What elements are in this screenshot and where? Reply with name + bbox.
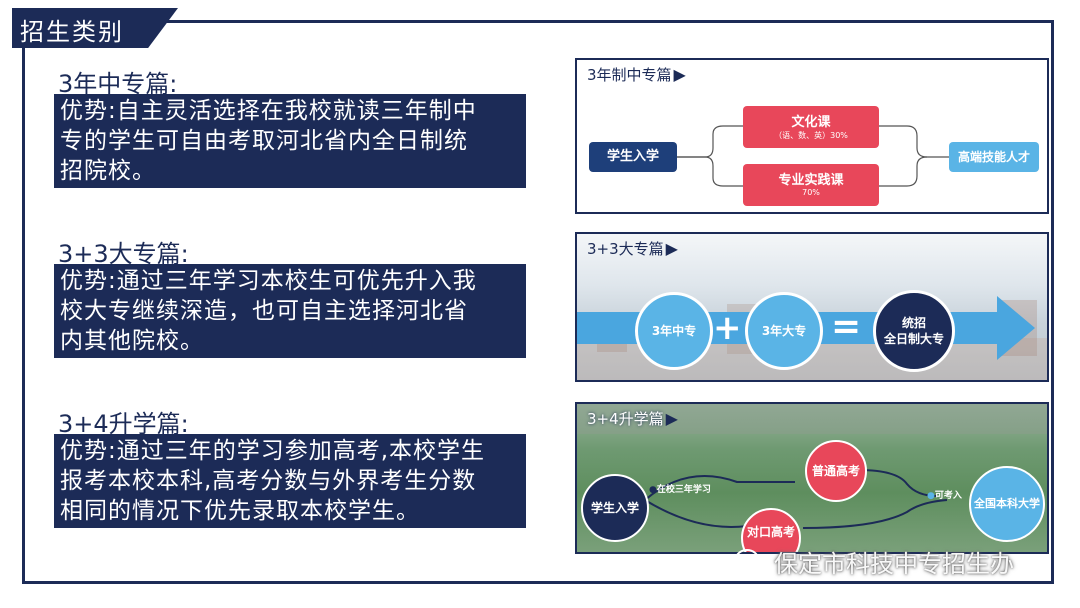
header-tab	[12, 8, 178, 48]
vocational-exam-circle: 对口高考	[741, 508, 801, 552]
section-3-line-2: 报考本校本科,高考分数与外界考生分数	[60, 468, 477, 494]
panel-3-connectors	[577, 404, 1047, 529]
arrow-right-icon: ▶	[665, 239, 678, 258]
national-university-circle: 全国本科大学	[969, 466, 1045, 542]
arrow-right-icon: ▶	[665, 409, 678, 428]
section-body-1: 优势:自主灵活选择在我校就读三年制中 专的学生可自由考取河北省内全日制统 招院校…	[54, 94, 526, 188]
panel-3plus4-diagram: 3+4升学篇▶ 学生入学 ●在校三年学习 普通高考 对口高考 ●可考入 全国本科…	[575, 402, 1049, 554]
section-title-2: 3+3大专篇:	[58, 240, 189, 268]
wechat-watermark: 保定市科技中专招生办	[734, 544, 1014, 579]
culture-course-name: 文化课	[791, 115, 831, 130]
arrow-right-icon: ▶	[673, 65, 686, 84]
plus-sign: +	[713, 308, 742, 348]
page-title: 招生类别	[20, 18, 124, 46]
section-2-line-1: 优势:通过三年学习本校生可优先升入我	[60, 268, 477, 294]
section-3-line-3: 相同的情况下优先录取本校学生。	[60, 498, 420, 524]
section-1-line-3: 招院校。	[60, 158, 156, 184]
equals-sign: =	[831, 306, 862, 347]
admission-note: ●可考入	[927, 491, 962, 501]
start-enrollment-circle: 学生入学	[581, 474, 649, 542]
culture-course-sub: （语、数、英）30%	[774, 131, 848, 140]
wechat-icon	[734, 548, 768, 576]
general-exam-circle: 普通高考	[805, 440, 867, 502]
section-body-2: 优势:通过三年学习本校生可优先升入我 校大专继续深造，也可自主选择河北省 内其他…	[54, 264, 526, 358]
practice-course-sub: 70%	[802, 188, 820, 197]
panel-2-title: 3+3大专篇▶	[587, 239, 678, 258]
section-body-3: 优势:通过三年的学习参加高考,本校学生 报考本校本科,高考分数与外界考生分数 相…	[54, 434, 526, 528]
panel-3yr-diagram: 3年制中专篇▶ 学生入学 文化课 （语、数、英）30% 专业实践课 70% 高端…	[575, 58, 1049, 214]
watermark-text: 保定市科技中专招生办	[774, 550, 1014, 578]
three-year-secondary-circle: 3年中专	[635, 292, 713, 370]
three-year-college-circle: 3年大专	[745, 292, 823, 370]
three-year-study-note: ●在校三年学习	[649, 485, 711, 495]
section-2-line-2: 校大专继续深造，也可自主选择河北省	[60, 298, 468, 324]
panel-3-title: 3+4升学篇▶	[587, 409, 678, 428]
result-line-1: 统招	[901, 316, 926, 330]
section-title-1: 3年中专篇:	[58, 70, 178, 98]
section-1-line-2: 专的学生可自由考取河北省内全日制统	[60, 128, 468, 154]
practice-course-box: 专业实践课 70%	[743, 164, 879, 206]
dot-icon: ●	[649, 485, 657, 495]
dot-icon: ●	[927, 491, 935, 501]
fulltime-college-circle: 统招 全日制大专	[873, 290, 955, 372]
panel-1-connectors	[677, 125, 949, 187]
section-3-line-1: 优势:通过三年的学习参加高考,本校学生	[60, 438, 486, 464]
culture-course-box: 文化课 （语、数、英）30%	[743, 106, 879, 148]
section-1-line-1: 优势:自主灵活选择在我校就读三年制中	[60, 98, 477, 124]
start-enrollment-box: 学生入学	[589, 142, 677, 172]
high-skill-talent-box: 高端技能人才	[949, 142, 1039, 172]
section-title-3: 3+4升学篇:	[58, 410, 189, 438]
panel-1-title: 3年制中专篇▶	[587, 65, 686, 84]
result-line-2: 全日制大专	[883, 332, 944, 346]
section-2-line-3: 内其他院校。	[60, 328, 204, 354]
slide-frame	[22, 20, 1054, 584]
practice-course-name: 专业实践课	[778, 173, 844, 188]
panel-3plus3-diagram: 3+3大专篇▶ 3年中专 + 3年大专 = 统招 全日制大专	[575, 232, 1049, 382]
